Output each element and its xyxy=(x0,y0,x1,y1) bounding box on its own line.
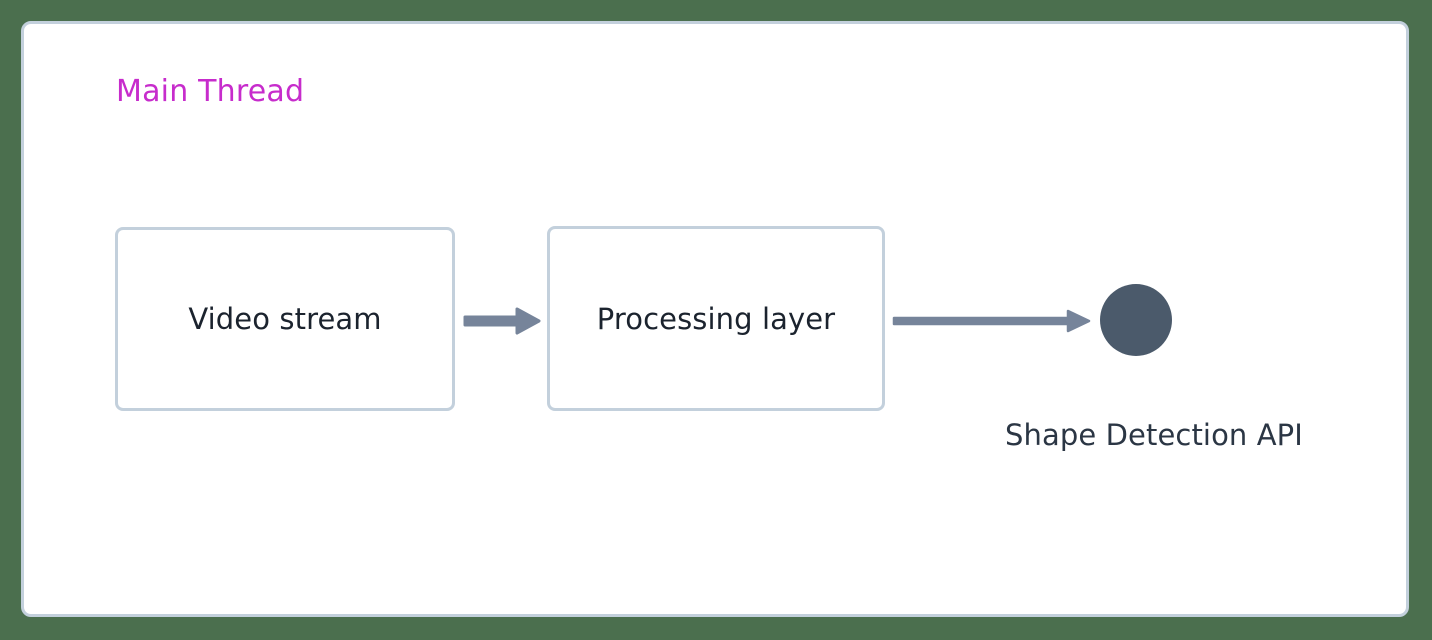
node-shape-detection-api-circle[interactable] xyxy=(1100,284,1172,356)
arrow-head-and-shaft xyxy=(892,309,1091,333)
node-processing-layer[interactable]: Processing layer xyxy=(547,226,885,411)
node-shape-detection-api-label: Shape Detection API xyxy=(1005,418,1303,452)
arrow-head-and-shaft xyxy=(463,307,541,335)
arrow-processing-to-api xyxy=(892,309,1091,333)
arrow-video-to-processing xyxy=(463,307,541,335)
node-processing-layer-label: Processing layer xyxy=(596,301,836,336)
node-video-stream[interactable]: Video stream xyxy=(115,227,455,411)
group-title-main-thread: Main Thread xyxy=(116,74,305,109)
node-video-stream-label: Video stream xyxy=(188,302,382,336)
